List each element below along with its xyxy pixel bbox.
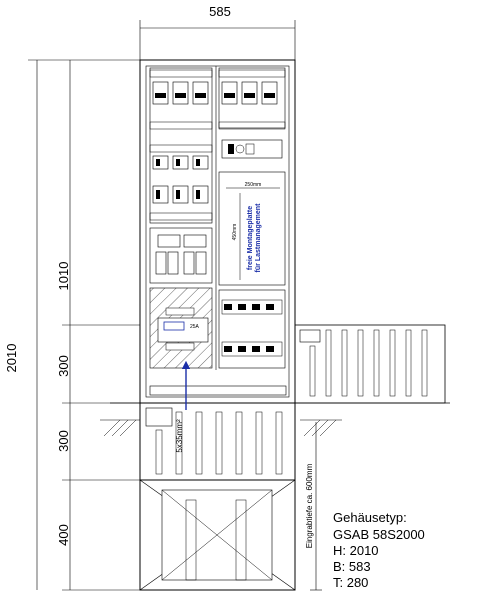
cable-label: 5x35mm² — [175, 419, 184, 453]
spec-width: B: 583 — [333, 559, 371, 574]
right-terminal-block — [218, 289, 286, 369]
section-middle-label: 300 — [56, 355, 71, 377]
breaker-row-1 — [152, 81, 209, 105]
section-dimensions: 1010 300 300 400 — [56, 60, 140, 591]
plinth-rail — [149, 385, 287, 396]
specs-block: Gehäusetyp: GSAB 58S2000 H: 2010 B: 583 … — [333, 510, 425, 590]
total-height-label: 2010 — [4, 344, 19, 373]
fuse-block — [149, 227, 213, 284]
width-dimension: 585 — [139, 4, 296, 60]
depth-label: Eingrabtiefe ca. 600mm — [305, 463, 314, 548]
spec-model: GSAB 58S2000 — [333, 527, 425, 542]
side-extension-box — [294, 324, 446, 404]
foundation-base — [139, 479, 296, 591]
spec-height: H: 2010 — [333, 543, 379, 558]
hatched-meter-area: 25A — [149, 287, 213, 369]
section-lower-label: 300 — [56, 430, 71, 452]
burial-depth-dimension: Eingrabtiefe ca. 600mm — [305, 422, 322, 591]
upper-right-breaker-block — [218, 67, 286, 159]
meter-label: 25A — [190, 324, 200, 330]
mount-height-label: 450mm — [232, 224, 238, 241]
breaker-row-2 — [152, 155, 209, 170]
section-upper-label: 1010 — [56, 262, 71, 291]
width-label: 585 — [209, 4, 231, 19]
cable-entry-arrow: 5x35mm² — [175, 360, 191, 453]
total-height-dimension: 2010 — [4, 59, 140, 590]
underground-section — [139, 402, 296, 481]
section-base-label: 400 — [56, 524, 71, 546]
ground-line — [100, 402, 450, 437]
free-mounting-plate: 250mm 450mm freie Montageplatte für Last… — [218, 171, 286, 286]
breaker-row-3 — [152, 185, 209, 204]
mount-label-line2: für Lastmanagement — [255, 203, 262, 273]
upper-left-breaker-block — [149, 67, 213, 224]
mount-width-label: 250mm — [245, 182, 262, 188]
spec-depth: T: 280 — [333, 575, 368, 590]
mount-label-line1: freie Montageplatte — [247, 206, 254, 270]
spec-title: Gehäusetyp: — [333, 510, 407, 525]
